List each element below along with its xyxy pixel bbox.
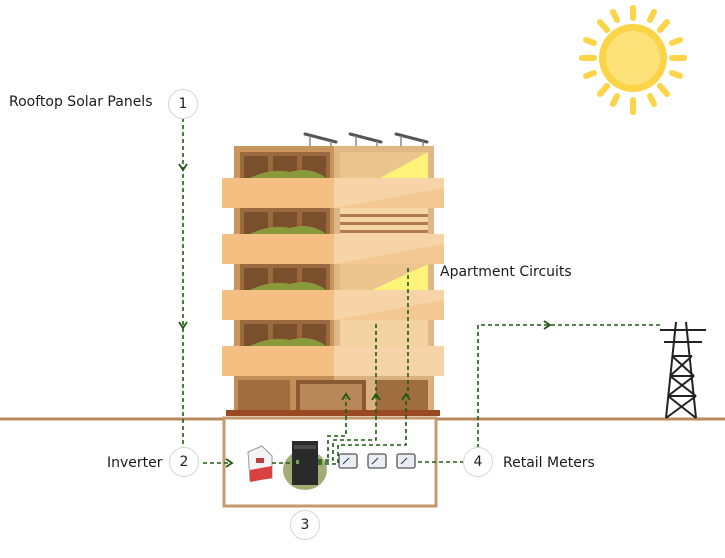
marker-2: 2 — [169, 447, 199, 477]
transmission-tower-icon — [660, 321, 706, 419]
retail-meters-label: Retail Meters — [503, 455, 595, 471]
rooftop-solar-label: Rooftop Solar Panels — [9, 94, 153, 110]
sun-icon — [579, 5, 687, 115]
inverter-label: Inverter — [107, 455, 163, 471]
meter-icon — [338, 453, 416, 469]
solar-panel-icon — [303, 132, 429, 144]
marker-3: 3 — [290, 510, 320, 540]
apartment-building — [222, 146, 444, 416]
battery-icon — [283, 441, 327, 490]
inverter-icon — [247, 445, 273, 482]
flow-lines — [182, 118, 660, 465]
marker-1: 1 — [168, 89, 198, 119]
apartment-circuits-label: Apartment Circuits — [440, 264, 572, 280]
marker-4: 4 — [463, 447, 493, 477]
